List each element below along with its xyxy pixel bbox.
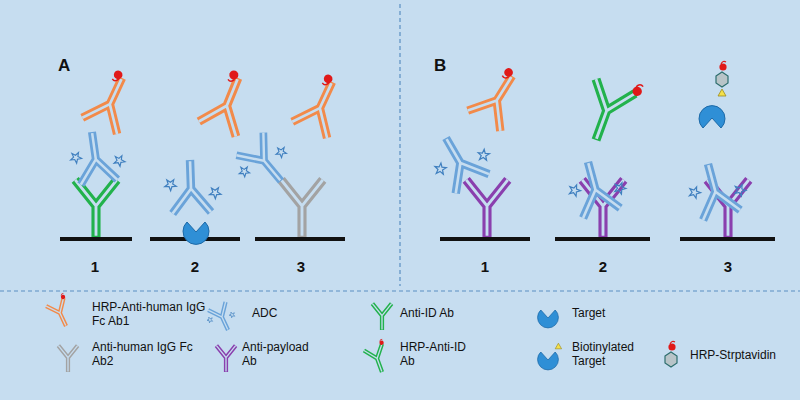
- panel-divider: [399, 4, 400, 286]
- assay-a3: [229, 69, 352, 237]
- legend-text: HRP-Anti-ID Ab: [400, 340, 478, 369]
- callout-number: 1: [470, 258, 500, 276]
- callout-number: 2: [588, 258, 618, 276]
- plate-surfaces: [60, 237, 775, 241]
- callout-number: 2: [180, 258, 210, 276]
- legend-icons: [44, 293, 677, 375]
- legend-text: Anti-payload Ab: [242, 340, 320, 369]
- legend-text: Anti-ID Ab: [400, 306, 510, 320]
- callout-number: 1: [80, 258, 110, 276]
- assay-b3: [683, 61, 751, 237]
- assay-a1: [67, 65, 142, 237]
- legend-text: Biotinylated Target: [572, 340, 652, 369]
- legend-divider: [0, 290, 800, 291]
- legend-text: Anti-human IgG Fc Ab2: [92, 340, 202, 369]
- legend-text: HRP-Anti-human IgG Fc Ab1: [92, 300, 214, 329]
- legend-text: Target: [572, 306, 682, 320]
- assay-b1: [423, 61, 531, 237]
- panel-letter: A: [58, 56, 70, 76]
- callout-number: 3: [286, 258, 316, 276]
- panel-letter: B: [434, 56, 446, 76]
- legend-text: ADC: [252, 306, 342, 320]
- legend-text: HRP-Strptavidin: [690, 348, 794, 362]
- assay-b2: [563, 70, 644, 237]
- callout-number: 3: [713, 258, 743, 276]
